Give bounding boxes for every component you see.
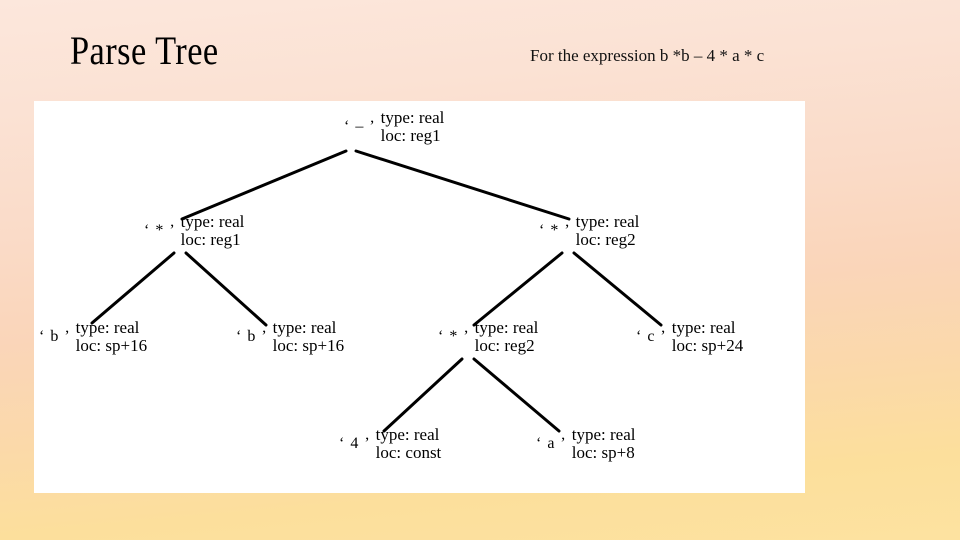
tree-node-symbol: ‘ * ’ xyxy=(144,221,176,239)
tree-node-symbol: ‘ – ’ xyxy=(344,117,376,135)
tree-node-symbol: ‘ a ’ xyxy=(536,434,567,452)
tree-node-symbol: ‘ b ’ xyxy=(39,327,71,345)
tree-node-loc: loc: reg2 xyxy=(474,335,535,355)
tree-edge xyxy=(184,251,268,327)
tree-node-symbol: ‘ * ’ xyxy=(539,221,571,239)
tree-node-symbol: ‘ c ’ xyxy=(636,327,667,345)
tree-node-type: type: real xyxy=(272,318,337,337)
tree-node-type: type: real xyxy=(375,425,440,444)
tree-node-type: type: real xyxy=(575,212,640,231)
tree-node-type: type: real xyxy=(380,108,445,127)
tree-node-type: type: real xyxy=(474,318,539,337)
tree-edge xyxy=(354,149,571,221)
tree-node-symbol: ‘ * ’ xyxy=(438,327,470,345)
tree-node-loc: loc: sp+24 xyxy=(671,335,744,355)
tree-edge xyxy=(180,149,348,221)
tree-node-loc: loc: reg1 xyxy=(180,229,241,249)
slide-header: Parse Tree For the expression b *b – 4 *… xyxy=(0,0,960,96)
tree-edge xyxy=(472,357,561,433)
tree-node-loc: loc: const xyxy=(375,442,442,462)
tree-edge xyxy=(382,357,464,433)
tree-edge xyxy=(572,251,663,327)
tree-node-type: type: real xyxy=(180,212,245,231)
tree-node-loc: loc: sp+16 xyxy=(272,335,345,355)
page-title: Parse Tree xyxy=(70,28,219,73)
tree-edge xyxy=(90,251,176,325)
tree-node-loc: loc: reg2 xyxy=(575,229,636,249)
tree-node-type: type: real xyxy=(671,318,736,337)
tree-node-symbol: ‘ b ’ xyxy=(236,327,268,345)
tree-node-symbol: ‘ 4 ’ xyxy=(339,434,371,452)
tree-edges-layer xyxy=(90,149,663,433)
tree-node-type: type: real xyxy=(571,425,636,444)
tree-edge xyxy=(472,251,564,327)
tree-node-loc: loc: sp+16 xyxy=(75,335,148,355)
tree-node-loc: loc: sp+8 xyxy=(571,442,635,462)
slide-subtitle: For the expression b *b – 4 * a * c xyxy=(530,46,765,65)
tree-node-loc: loc: reg1 xyxy=(380,125,441,145)
tree-node-type: type: real xyxy=(75,318,140,337)
